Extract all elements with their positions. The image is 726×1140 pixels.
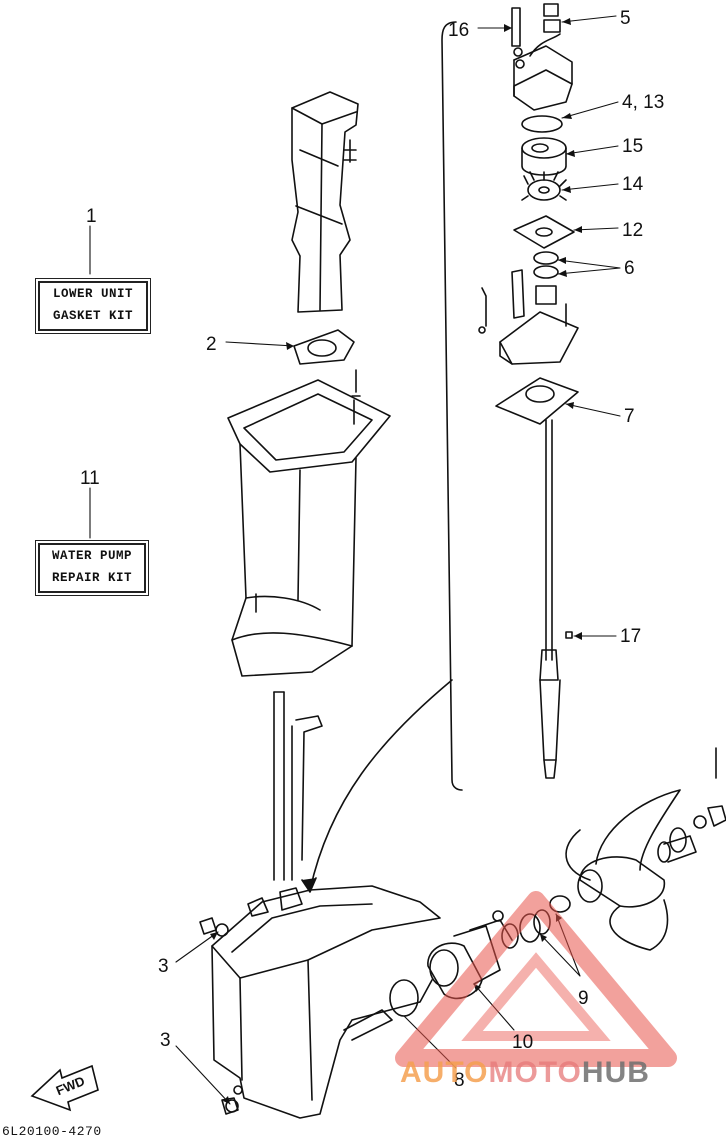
drain-screw-part	[199, 917, 239, 1115]
callout-6: 6	[624, 258, 635, 279]
insert-cartridge-part	[521, 137, 567, 176]
fwd-arrow-icon: FWD	[30, 1064, 99, 1112]
watermark-part-2: MOTO	[488, 1056, 582, 1089]
leader-14	[561, 183, 619, 191]
callout-10: 10	[512, 1032, 533, 1053]
callout-9: 9	[578, 988, 589, 1009]
callout-2: 2	[206, 334, 217, 355]
gasket-part	[293, 329, 355, 365]
watermark-logo-icon	[395, 891, 677, 1067]
driveshaft-part	[539, 419, 573, 779]
callout-3b: 3	[160, 1030, 171, 1051]
leader-3b	[175, 1045, 231, 1105]
assembly-arrow	[309, 679, 453, 891]
water-pump-housing-part	[511, 3, 573, 111]
callout-1: 1	[86, 206, 97, 227]
kit-label-line: REPAIR KIT	[51, 571, 132, 585]
pump-gasket-part	[495, 377, 579, 425]
oil-seal-part	[533, 251, 559, 305]
leader-3a	[175, 931, 219, 963]
callout-14: 14	[622, 174, 644, 195]
outer-plate-part	[513, 215, 575, 249]
propeller-o-ring-part	[389, 979, 419, 1017]
gearcase-part	[211, 885, 441, 1119]
kit-label-line: WATER PUMP	[51, 549, 132, 563]
upper-casing-part	[291, 91, 359, 313]
water-pump-repair-kit-label: WATER PUMP REPAIR KIT	[35, 540, 149, 596]
impeller-part	[521, 171, 567, 201]
leader-10	[473, 983, 515, 1031]
leader-2	[225, 341, 295, 347]
propeller-nut-part	[669, 747, 726, 853]
group-bracket	[441, 21, 463, 791]
callout-7: 7	[624, 406, 635, 427]
callout-12: 12	[622, 220, 643, 241]
pump-base-part	[478, 269, 579, 365]
kit-label-line: LOWER UNIT	[52, 287, 133, 301]
lower-unit-gasket-kit-label: LOWER UNIT GASKET KIT	[35, 278, 151, 334]
propeller-part	[565, 789, 697, 951]
callout-16: 16	[448, 20, 469, 41]
kit-label-line: GASKET KIT	[52, 309, 133, 323]
leader-7	[565, 403, 621, 417]
watermark-part-1: AUTO	[400, 1056, 489, 1089]
o-ring-part	[521, 115, 563, 133]
drive-housing-part	[227, 369, 391, 677]
leader-6	[557, 259, 621, 275]
callout-11: 11	[80, 468, 100, 489]
callout-5: 5	[620, 8, 631, 29]
leader-15	[565, 145, 619, 155]
callout-4-13: 4, 13	[622, 92, 664, 113]
callout-3a: 3	[158, 956, 169, 977]
diagram-part-code: 6L20100-4270	[2, 1124, 102, 1139]
callout-17: 17	[620, 626, 641, 647]
leader-4-13	[561, 101, 619, 119]
callout-15: 15	[622, 136, 643, 157]
callout-8: 8	[454, 1070, 465, 1091]
leader-5	[561, 15, 617, 23]
water-tube-part	[273, 691, 323, 881]
watermark-part-3: HUB	[581, 1056, 650, 1089]
watermark-text: AUTOMOTOHUB	[400, 1056, 650, 1090]
